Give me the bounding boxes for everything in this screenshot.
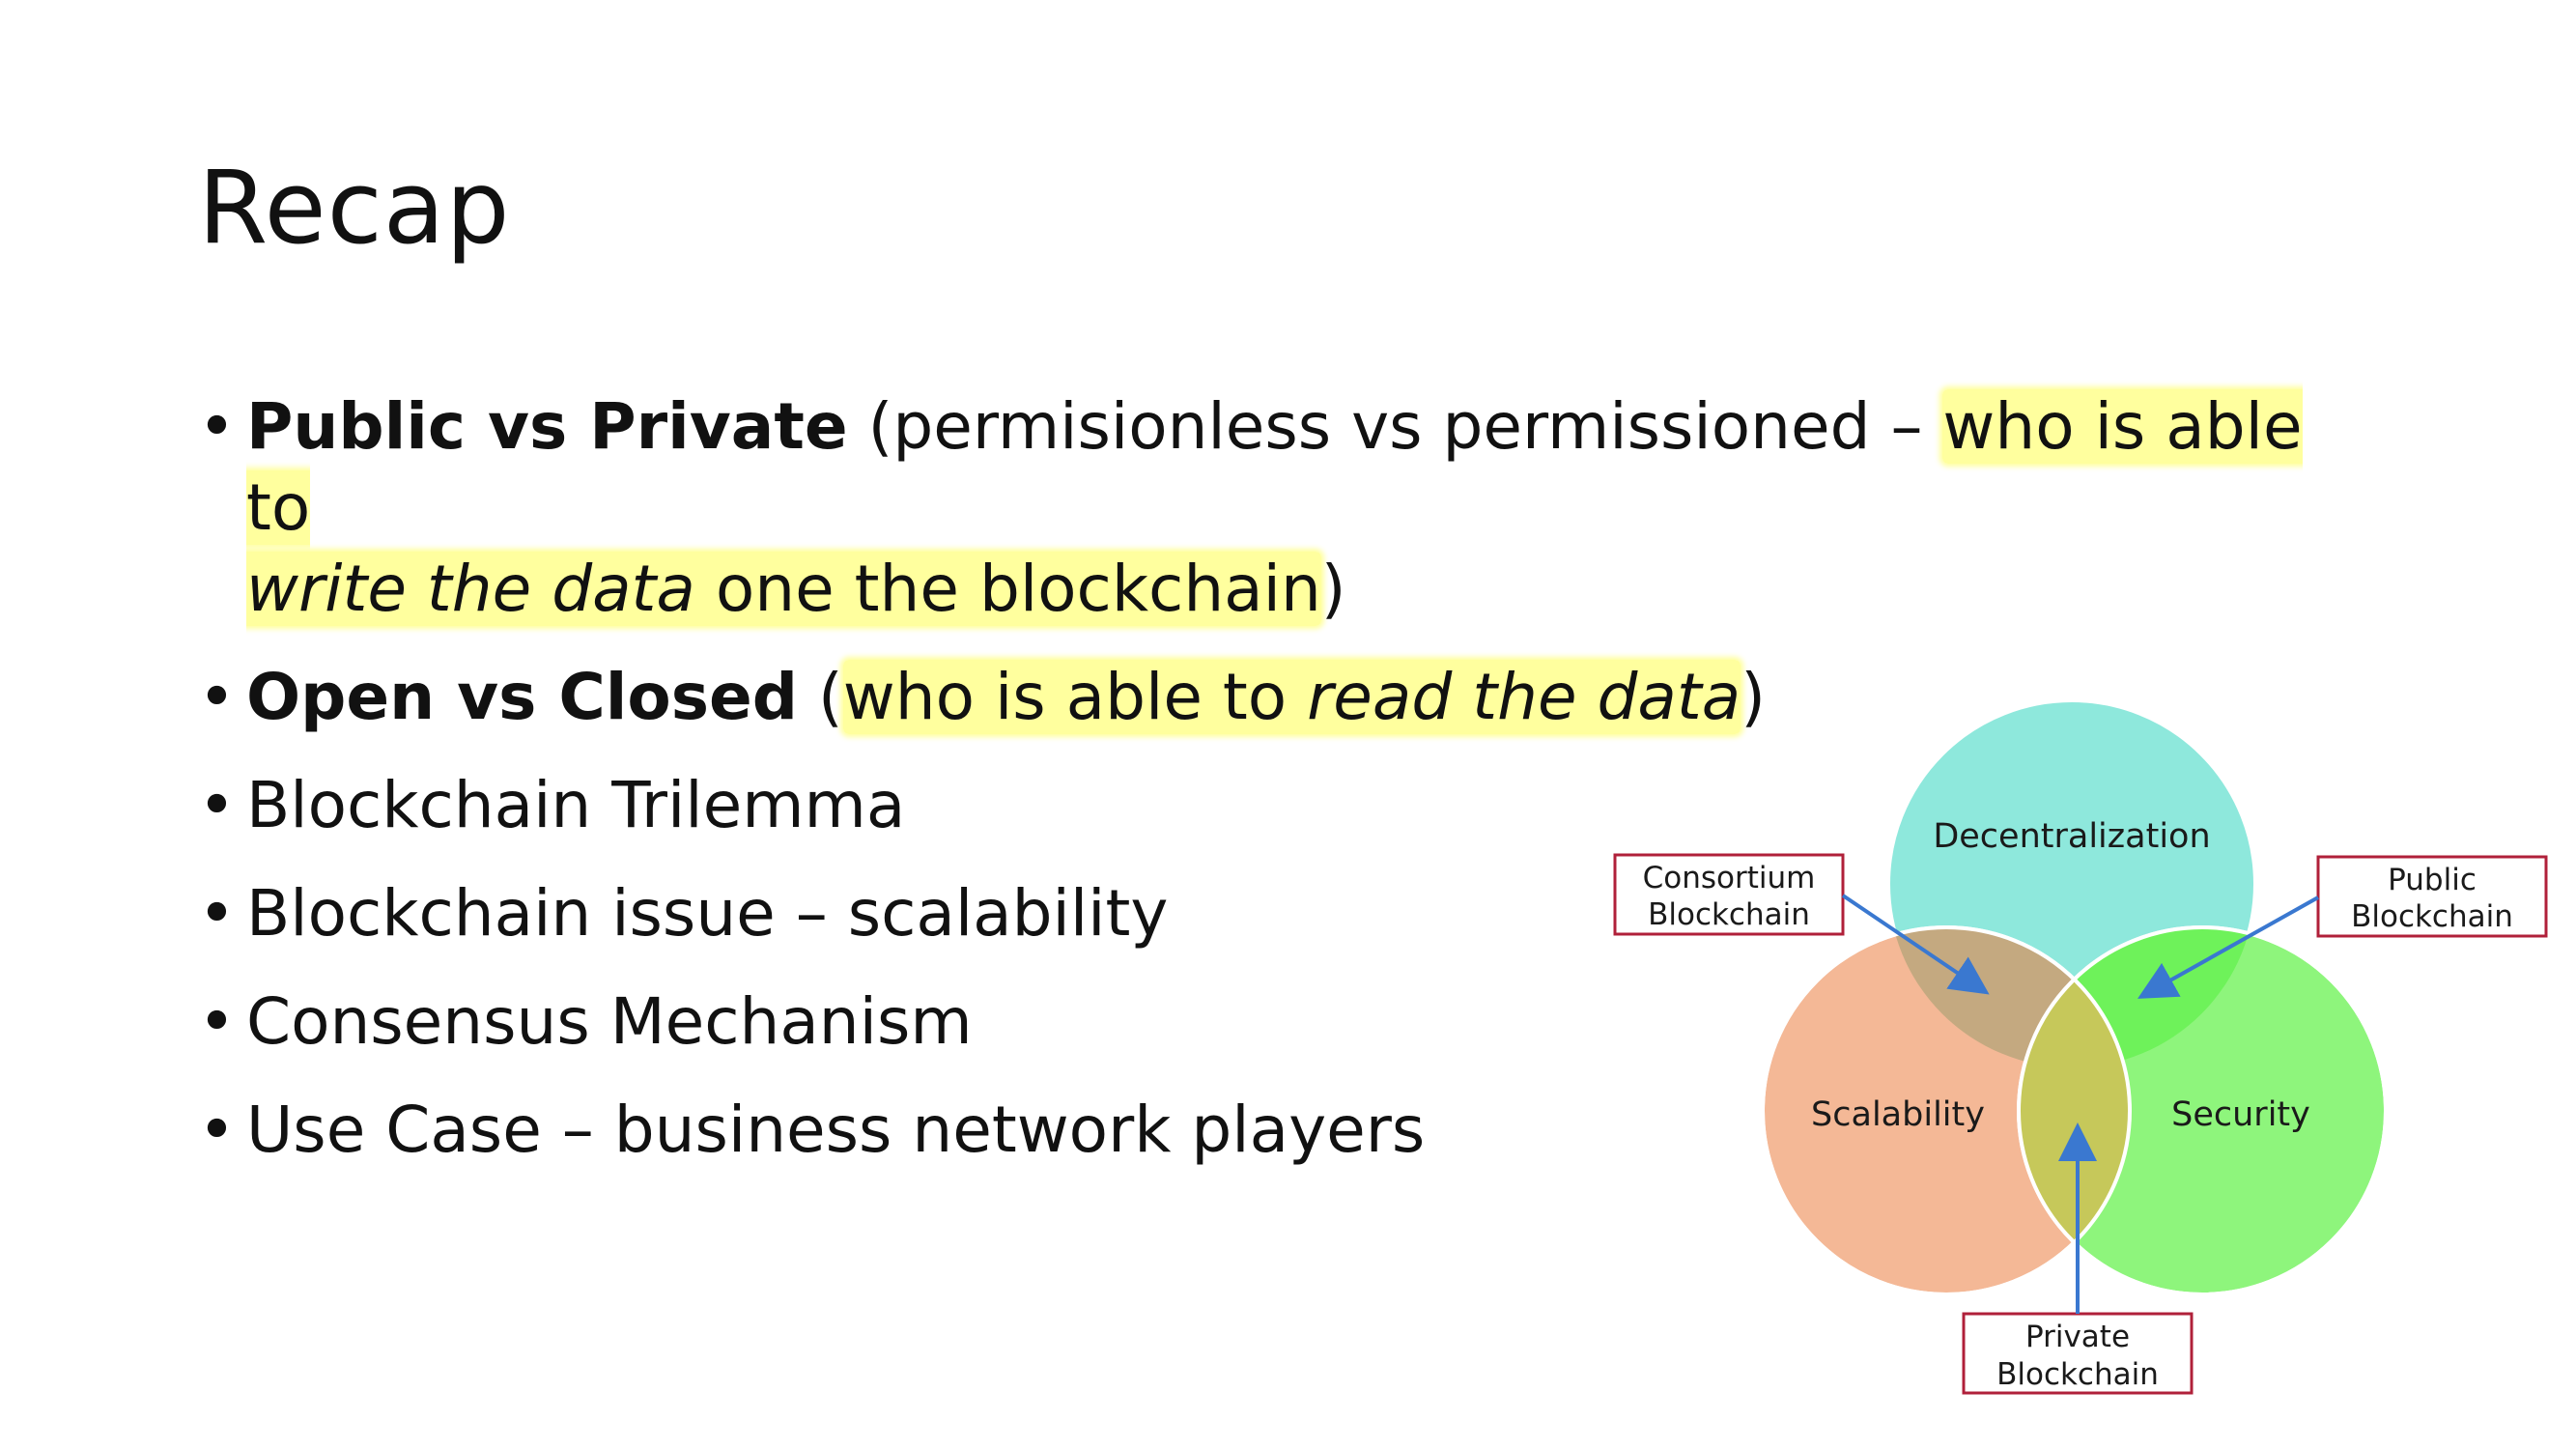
bullet-scalability: Blockchain issue – scalability bbox=[198, 873, 2323, 954]
box-consortium-line2: Blockchain bbox=[1648, 897, 1810, 932]
highlight-plain-2: one the blockchain bbox=[694, 552, 1321, 626]
arrow-consortium bbox=[1841, 894, 1990, 995]
bullet-text-end: ) bbox=[1741, 660, 1766, 734]
bullet-list: Public vs Private (permisionless vs perm… bbox=[198, 386, 2323, 1198]
label-security: Security bbox=[2171, 1095, 2310, 1134]
label-scalability: Scalability bbox=[1811, 1095, 1985, 1134]
arrow-public bbox=[2137, 895, 2319, 999]
bullet-trilemma: Blockchain Trilemma bbox=[198, 765, 2323, 846]
box-public-line2: Blockchain bbox=[2351, 899, 2513, 934]
highlight-italic: write the data bbox=[246, 552, 695, 626]
bullet-use-case: Use Case – business network players bbox=[198, 1090, 2323, 1171]
bullet-open-vs-closed: Open vs Closed (who is able to read the … bbox=[198, 657, 2323, 738]
highlight-text: who is able to read the data bbox=[842, 660, 1741, 734]
box-public-line1: Public bbox=[2388, 863, 2477, 897]
overlap-top-left bbox=[1888, 927, 2130, 1067]
venn-svg: Decentralization Scalability Security Co… bbox=[1613, 698, 2548, 1395]
label-decentralization: Decentralization bbox=[1933, 817, 2210, 856]
overlap-top-right bbox=[2019, 927, 2255, 1067]
highlight-plain: who is able to bbox=[246, 389, 2303, 545]
box-private-line2: Blockchain bbox=[1996, 1357, 2159, 1392]
slide-title: Recap bbox=[198, 149, 511, 267]
box-consortium bbox=[1613, 853, 1845, 936]
box-private bbox=[1962, 1312, 2194, 1395]
box-private-line1: Private bbox=[2025, 1320, 2130, 1354]
box-public bbox=[2316, 855, 2548, 938]
bullet-consensus: Consensus Mechanism bbox=[198, 981, 2323, 1063]
highlight-plain: who is able to bbox=[842, 660, 1308, 734]
highlight-italic: read the data bbox=[1307, 660, 1741, 734]
bullet-text: (permisionless vs permissioned – bbox=[847, 389, 1943, 464]
trilemma-venn-diagram: Decentralization Scalability Security Co… bbox=[1603, 681, 2569, 1415]
bullet-public-vs-private: Public vs Private (permisionless vs perm… bbox=[198, 386, 2323, 630]
bullet-text-end: ) bbox=[1320, 552, 1346, 626]
bullet-bold-term: Open vs Closed bbox=[246, 660, 799, 734]
bullet-bold-term: Public vs Private bbox=[246, 389, 848, 464]
box-consortium-line1: Consortium bbox=[1643, 861, 1816, 895]
bullet-text: ( bbox=[798, 660, 843, 734]
